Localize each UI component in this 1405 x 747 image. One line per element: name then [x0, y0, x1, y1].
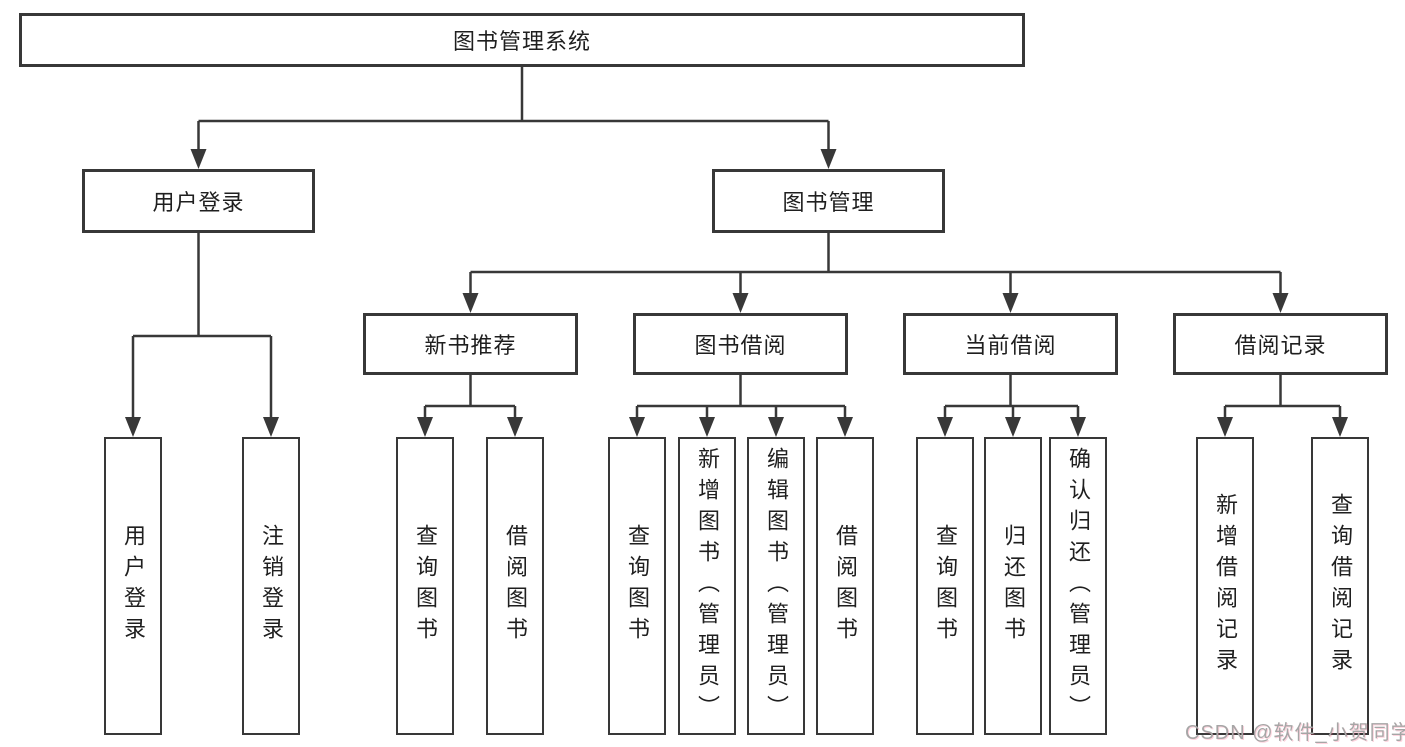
leaf-add-book-admin-label: 新增图书（管理员）: [695, 446, 720, 726]
leaf-confirm-return-admin-label: 确认归还（管理员）: [1066, 446, 1091, 726]
node-root-system: 图书管理系统: [19, 13, 1025, 67]
node-current-borrow: 当前借阅: [903, 313, 1118, 375]
leaf-user-login-label: 用户登录: [121, 524, 146, 648]
csdn-watermark: CSDN @软件_小贺同学: [1185, 722, 1405, 744]
node-borrow-records: 借阅记录: [1173, 313, 1388, 375]
node-new-book-recommend: 新书推荐: [363, 313, 578, 375]
leaf-return-book-label: 归还图书: [1001, 524, 1026, 648]
leaf-user-login: 用户登录: [104, 437, 162, 735]
leaf-query-book-recommend-label: 查询图书: [413, 524, 438, 648]
leaf-query-book-borrow: 查询图书: [608, 437, 666, 735]
node-user-login: 用户登录: [82, 169, 315, 233]
leaf-logout-label: 注销登录: [259, 524, 284, 648]
arrowhead-icons: [125, 149, 1348, 437]
leaf-borrow-book: 借阅图书: [816, 437, 874, 735]
leaf-query-book-current-label: 查询图书: [933, 524, 958, 648]
leaf-query-borrow-record: 查询借阅记录: [1311, 437, 1369, 735]
node-book-borrow: 图书借阅: [633, 313, 848, 375]
node-book-management: 图书管理: [712, 169, 945, 233]
leaf-query-borrow-record-label: 查询借阅记录: [1328, 493, 1353, 679]
leaf-confirm-return-admin: 确认归还（管理员）: [1049, 437, 1107, 735]
leaf-edit-book-admin: 编辑图书（管理员）: [747, 437, 805, 735]
leaf-add-borrow-record-label: 新增借阅记录: [1213, 493, 1238, 679]
leaf-add-book-admin: 新增图书（管理员）: [678, 437, 736, 735]
leaf-query-book-borrow-label: 查询图书: [625, 524, 650, 648]
leaf-logout: 注销登录: [242, 437, 300, 735]
leaf-return-book: 归还图书: [984, 437, 1042, 735]
leaf-add-borrow-record: 新增借阅记录: [1196, 437, 1254, 735]
leaf-borrow-book-recommend: 借阅图书: [486, 437, 544, 735]
leaf-edit-book-admin-label: 编辑图书（管理员）: [764, 446, 789, 726]
leaf-borrow-book-recommend-label: 借阅图书: [503, 524, 528, 648]
leaf-query-book-recommend: 查询图书: [396, 437, 454, 735]
leaf-query-book-current: 查询图书: [916, 437, 974, 735]
leaf-borrow-book-label: 借阅图书: [833, 524, 858, 648]
